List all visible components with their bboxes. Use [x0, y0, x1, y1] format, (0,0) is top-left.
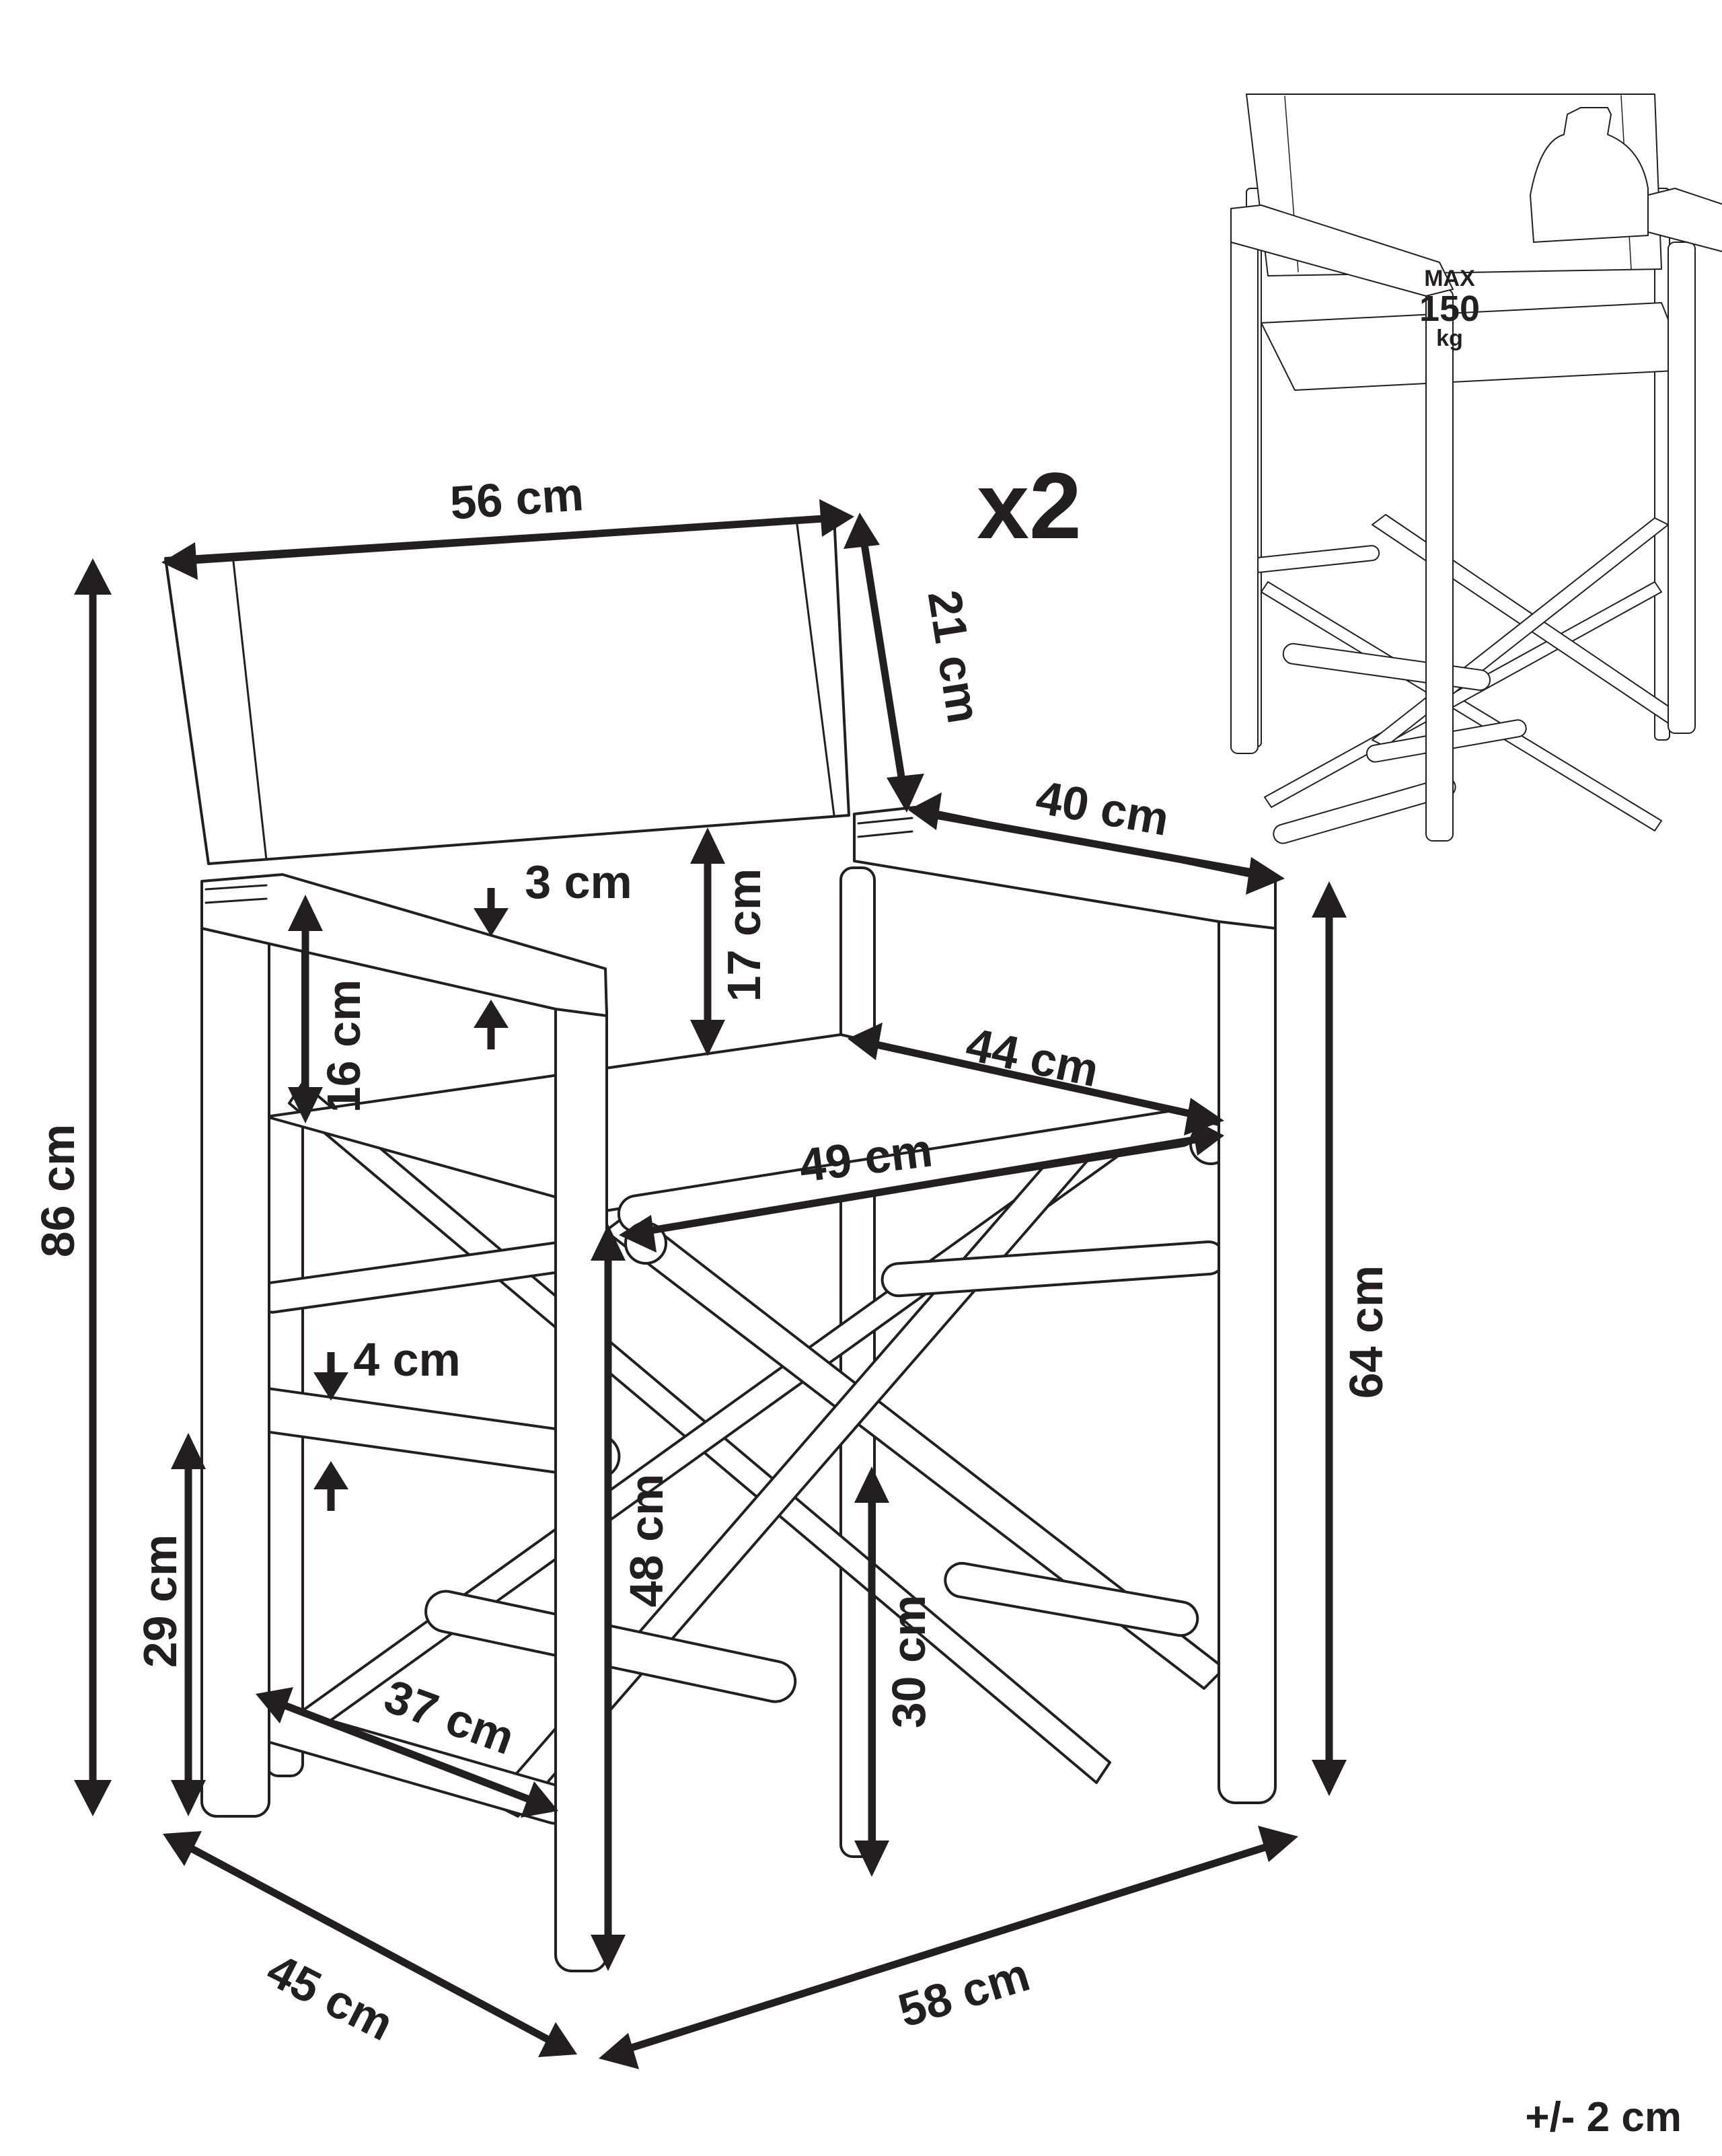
- dim-arrow: [844, 513, 880, 549]
- dim-line-overall-width: [617, 1839, 1279, 2056]
- weight-icon: [1530, 107, 1649, 243]
- dim-arrow: [887, 774, 924, 813]
- dim-arrow: [521, 1781, 558, 1818]
- quantity-label: x2: [977, 453, 1082, 558]
- backrest-seam-right: [795, 518, 835, 817]
- label-armrest-height: 64 cm: [1340, 1265, 1392, 1399]
- dim-arrow: [74, 558, 112, 595]
- dim-line-backrest-width: [181, 514, 835, 565]
- dim-line-seat-depth: [866, 1039, 1205, 1121]
- label-overall-height: 86 cm: [32, 1124, 84, 1257]
- dim-arrow: [619, 1215, 657, 1253]
- armrest-strap-line-4: [857, 830, 913, 838]
- dim-line-seat-width: [638, 1134, 1205, 1236]
- weight-value-label: 150: [1419, 289, 1480, 329]
- front-right-leg: [554, 994, 608, 1972]
- dim-arrow: [171, 1780, 206, 1816]
- dim-arrow: [1191, 1118, 1224, 1156]
- dim-arrow: [171, 1433, 206, 1469]
- dim-arrow: [288, 1087, 323, 1123]
- dim-arrow: [474, 908, 509, 936]
- side-rung-upper-right: [881, 1240, 1226, 1298]
- dim-arrow: [474, 1000, 509, 1028]
- dim-arrow: [591, 1935, 626, 1971]
- label-seat-height: 48 cm: [620, 1474, 673, 1607]
- dim-arrow: [819, 499, 854, 537]
- main-chair-drawing: [164, 515, 1277, 1972]
- armrest-strap-line-1: [204, 884, 268, 891]
- armrest-strap-line-3: [857, 817, 913, 825]
- side-rung-lower-right: [944, 1561, 1199, 1637]
- dim-arrow: [161, 542, 198, 580]
- dim-arrow: [854, 1466, 889, 1503]
- label-armrest-thickness: 3 cm: [525, 856, 632, 908]
- dim-line-footrest-width: [274, 1698, 539, 1807]
- dim-arrow: [538, 2022, 577, 2057]
- dim-arrow: [690, 1020, 725, 1056]
- dim-arrow: [1258, 1826, 1298, 1862]
- dim-arrow: [288, 895, 323, 931]
- dim-arrow: [599, 2033, 639, 2069]
- weight-max-label: MAX: [1424, 266, 1475, 291]
- dim-arrow: [908, 792, 942, 830]
- armrest-strap-line-2: [204, 897, 268, 904]
- rear-left-leg: [265, 927, 304, 1777]
- backrest-canvas: [164, 515, 850, 865]
- backrest-seam-left: [231, 554, 268, 861]
- front-left-leg: [200, 900, 270, 1818]
- tolerance-label: +/- 2 cm: [1525, 2094, 1682, 2141]
- label-backrest-width: 56 cm: [449, 468, 585, 529]
- dim-line-backrest-height: [858, 531, 908, 794]
- label-backrest-height: 21 cm: [918, 587, 991, 727]
- dim-arrow: [1312, 881, 1347, 918]
- dim-arrow: [74, 1780, 112, 1816]
- dim-arrow: [854, 1841, 889, 1877]
- weight-unit-label: kg: [1436, 326, 1463, 351]
- dim-arrow: [1312, 1760, 1347, 1796]
- dim-line-overall-depth: [180, 1840, 560, 2048]
- label-rear-crossbar-height: 30 cm: [883, 1595, 935, 1728]
- dim-arrow: [1246, 857, 1285, 895]
- dim-arrow: [591, 1224, 626, 1261]
- label-footrest-height: 29 cm: [134, 1534, 186, 1668]
- dim-arrow: [313, 1372, 348, 1401]
- label-seat-to-backrest: 17 cm: [718, 868, 770, 1002]
- dim-arrow: [690, 827, 725, 864]
- label-armrest-above-seat: 16 cm: [317, 979, 370, 1113]
- dim-line-armrest-depth: [928, 810, 1265, 879]
- thumbnail-chair-drawing: [1230, 94, 1722, 844]
- label-crossbar-diameter: 4 cm: [353, 1333, 461, 1386]
- right-front-leg: [1218, 873, 1277, 1804]
- dim-arrow: [256, 1687, 293, 1723]
- dim-arrow: [163, 1831, 202, 1866]
- dim-arrow: [848, 1023, 883, 1060]
- label-overall-depth: 45 cm: [259, 1943, 402, 2051]
- dim-arrow: [313, 1461, 348, 1489]
- dimension-lines: [74, 499, 1347, 2069]
